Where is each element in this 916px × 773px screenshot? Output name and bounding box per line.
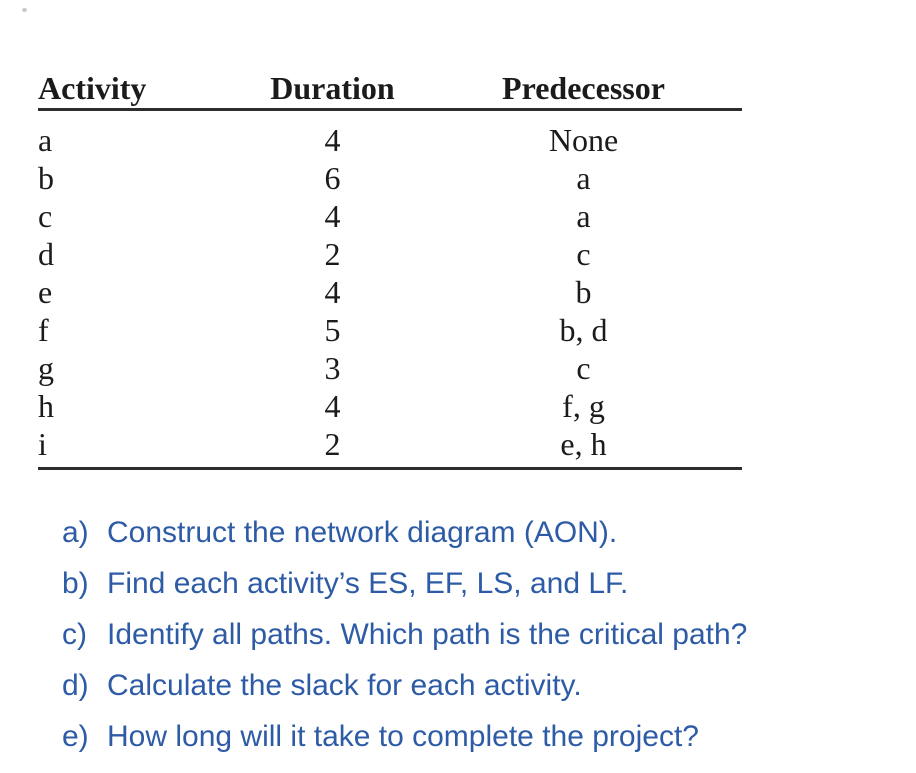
table-header-duration: Duration (270, 70, 395, 106)
table-row: f 5 b, d (38, 311, 742, 349)
table-row: c 4 a (38, 197, 742, 235)
predecessor-cell: a (576, 160, 591, 196)
question-item: c) Identify all paths. Which path is the… (62, 616, 862, 667)
activity-cell: g (38, 350, 54, 386)
predecessor-cell: b (575, 274, 592, 310)
question-text: Construct the network diagram (AON). (107, 516, 618, 549)
duration-cell: 2 (324, 426, 341, 462)
question-text: Identify all paths. Which path is the cr… (107, 618, 748, 651)
activity-cell: i (38, 426, 47, 462)
question-text: Find each activity’s ES, EF, LS, and LF. (107, 567, 629, 600)
activity-cell: d (38, 236, 54, 272)
predecessor-cell: a (576, 198, 591, 234)
question-label: a) (62, 516, 89, 549)
duration-cell: 3 (324, 350, 341, 386)
question-item: b) Find each activity’s ES, EF, LS, and … (62, 565, 862, 616)
table-bottom-rule (38, 467, 742, 470)
duration-cell: 4 (324, 122, 341, 158)
question-item: d) Calculate the slack for each activity… (62, 667, 862, 718)
activity-cell: a (38, 122, 53, 158)
duration-cell: 4 (324, 198, 341, 234)
activity-cell: c (38, 198, 53, 234)
table-header-predecessor: Predecessor (502, 70, 665, 106)
table-row: d 2 c (38, 235, 742, 273)
question-label: d) (62, 669, 89, 702)
duration-cell: 6 (324, 160, 341, 196)
duration-cell: 4 (324, 274, 341, 310)
predecessor-cell: f, g (562, 388, 605, 424)
predecessor-cell: c (576, 350, 591, 386)
table-header-row: Activity Duration Predecessor (38, 70, 742, 106)
question-item: e) How long will it take to complete the… (62, 718, 862, 769)
table-row: e 4 b (38, 273, 742, 311)
question-label: c) (62, 618, 87, 651)
predecessor-cell: e, h (560, 426, 607, 462)
table-body: a 4 None b 6 a c 4 a d 2 c e 4 b (38, 111, 742, 463)
predecessor-cell: c (576, 236, 591, 272)
table-row: a 4 None (38, 121, 742, 159)
question-text: How long will it take to complete the pr… (107, 720, 699, 753)
activity-cell: e (38, 274, 53, 310)
table-row: h 4 f, g (38, 387, 742, 425)
question-text: Calculate the slack for each activity. (107, 669, 582, 702)
question-label: b) (62, 567, 89, 600)
duration-cell: 2 (324, 236, 341, 272)
question-item: a) Construct the network diagram (AON). (62, 514, 862, 565)
table-row: i 2 e, h (38, 425, 742, 463)
question-list: a) Construct the network diagram (AON). … (62, 514, 862, 769)
activity-cell: h (38, 388, 54, 424)
predecessor-cell: b, d (559, 312, 608, 348)
activity-cell: f (38, 312, 49, 348)
scan-artifact (22, 8, 27, 12)
table-row: g 3 c (38, 349, 742, 387)
table-top-rule (38, 108, 742, 111)
question-label: e) (62, 720, 89, 753)
duration-cell: 4 (324, 388, 341, 424)
table-header-activity: Activity (38, 70, 147, 106)
activity-cell: b (38, 160, 54, 196)
activity-table: Activity Duration Predecessor a 4 None b… (38, 70, 742, 470)
predecessor-cell: None (548, 122, 619, 158)
duration-cell: 5 (324, 312, 341, 348)
table-row: b 6 a (38, 159, 742, 197)
